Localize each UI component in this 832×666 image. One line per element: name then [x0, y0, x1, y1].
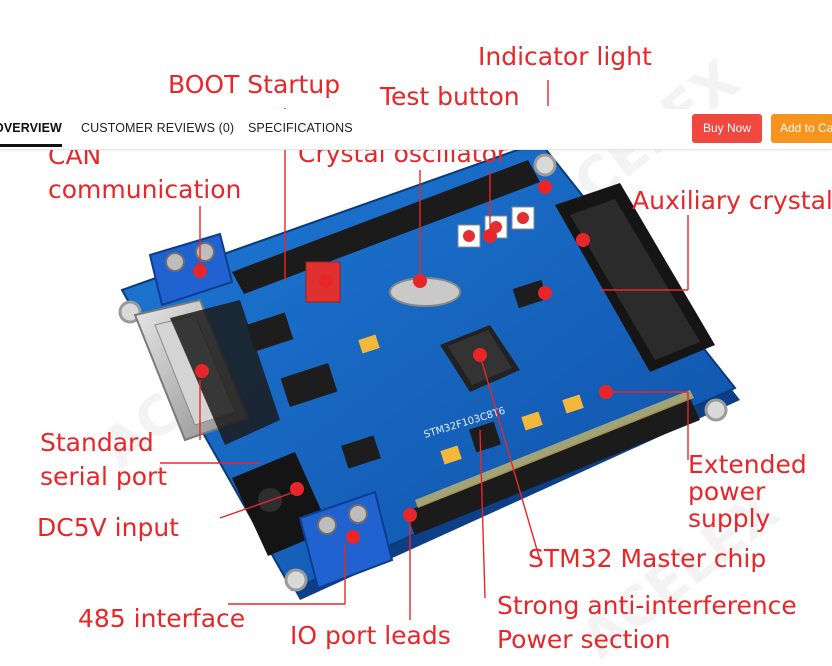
label-boot-startup: BOOT Startup — [168, 70, 341, 99]
label-485-interface: 485 interface — [78, 604, 246, 633]
right-pin-header — [405, 398, 700, 535]
product-tab-bar: OVERVIEW CUSTOMER REVIEWS (0) SPECIFICAT… — [0, 109, 832, 150]
db9-serial-connector — [133, 298, 280, 445]
tab-overview[interactable]: OVERVIEW — [0, 109, 62, 147]
bottom-pin-header — [415, 390, 694, 508]
label-test-button: Test button — [380, 82, 520, 111]
tab-specifications[interactable]: SPECIFICATIONS — [248, 121, 353, 135]
ic-packages — [246, 279, 548, 469]
tantalum-capacitors — [358, 334, 584, 465]
add-to-cart-button[interactable]: Add to Ca — [771, 114, 832, 143]
label-standard-line2: serial port — [40, 462, 168, 491]
top-pin-header — [232, 160, 540, 294]
label-standard-line1: Standard — [40, 428, 154, 457]
label-indicator-light: Indicator light — [478, 42, 652, 71]
label-can-line2: communication — [48, 175, 242, 204]
buy-now-button[interactable]: Buy Now — [692, 114, 762, 143]
label-stm32-master: STM32 Master chip — [528, 544, 767, 573]
label-auxiliary-crystal: Auxiliary crystal — [632, 186, 832, 215]
label-strong-anti: Strong anti-interference — [497, 591, 797, 620]
label-extended-line1: Extended — [688, 450, 807, 479]
label-dc5v-input: DC5V input — [37, 513, 179, 542]
label-power-section: Power section — [497, 625, 671, 654]
label-extended-line3: supply — [688, 504, 771, 533]
box-header — [555, 183, 715, 372]
callout-dots — [193, 180, 613, 544]
label-io-port-leads: IO port leads — [290, 621, 451, 650]
label-extended-line2: power — [688, 477, 766, 506]
rs485-terminal — [298, 490, 394, 590]
tab-customer-reviews[interactable]: CUSTOMER REVIEWS (0) — [81, 121, 235, 135]
